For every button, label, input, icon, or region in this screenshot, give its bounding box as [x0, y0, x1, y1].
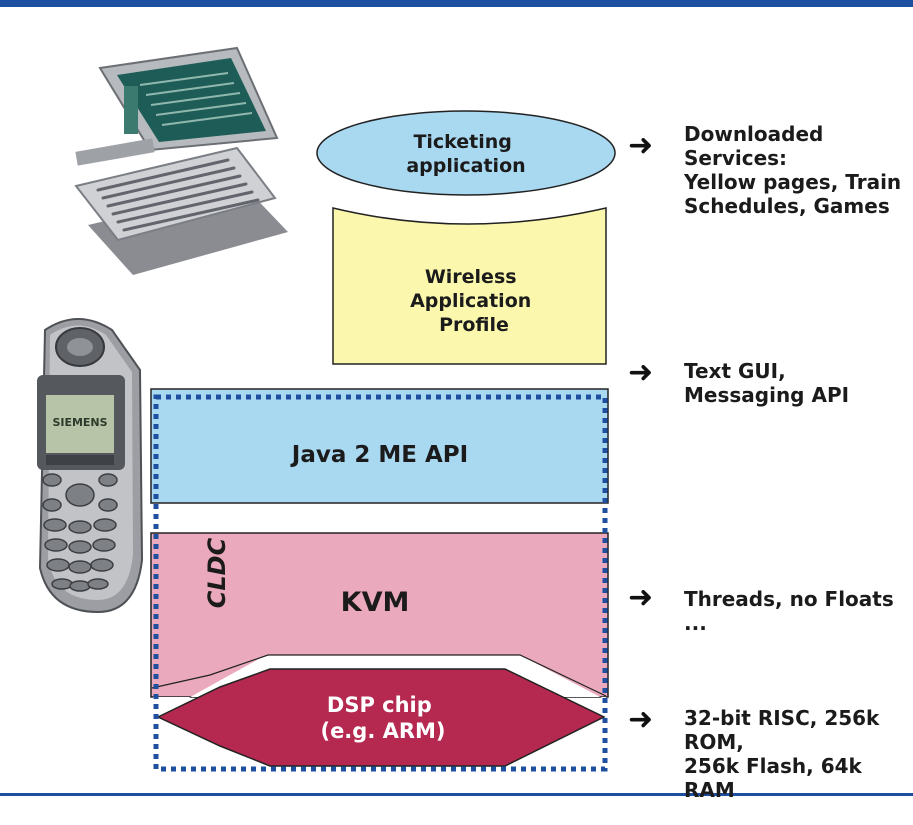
downloaded-line-1: Downloaded Services:	[684, 122, 824, 170]
mobile-phone-device: SIEMENS	[37, 318, 144, 614]
arrow-right-icon: ➜	[628, 580, 654, 615]
hardware-line-1: 32-bit RISC, 256k ROM,	[684, 706, 880, 754]
pda-device	[74, 46, 288, 275]
gui-line-1: Text GUI,	[684, 359, 786, 383]
bottom-frame-line	[0, 793, 913, 796]
arrow-right-icon: ➜	[628, 355, 654, 390]
dsp-chip-shape	[156, 668, 606, 767]
downloaded-services-note: Downloaded Services: Yellow pages, Train…	[684, 122, 913, 218]
kvm-notch-edge	[151, 654, 607, 697]
cldc-boundary	[153, 394, 608, 772]
kvm-label: KVM	[341, 587, 410, 618]
hardware-note: 32-bit RISC, 256k ROM, 256k Flash, 64k R…	[684, 706, 913, 802]
wap-profile-box	[332, 207, 607, 365]
downloaded-line-2: Yellow pages, Train	[684, 170, 902, 194]
downloaded-line-3: Schedules, Games	[684, 194, 890, 218]
arrow-right-icon: ➜	[628, 702, 654, 737]
java-api-box	[150, 388, 609, 504]
java-api-label: Java 2 ME API	[290, 442, 468, 468]
cldc-label: CLDC	[203, 537, 231, 608]
threads-note: Threads, no Floats ...	[684, 587, 894, 635]
dsp-chip-label: DSP chip (e.g. ARM)	[320, 693, 445, 743]
hardware-line-2: 256k Flash, 64k RAM	[684, 754, 862, 802]
top-frame-bar	[0, 0, 913, 7]
ticketing-ellipse	[316, 110, 616, 196]
wap-profile-label: Wireless Application Profile	[410, 266, 538, 336]
ticketing-label: Ticketing application	[406, 131, 525, 177]
phone-brand: SIEMENS	[52, 416, 107, 429]
gui-line-2: Messaging API	[684, 383, 850, 407]
gui-note: Text GUI, Messaging API	[684, 359, 849, 407]
arrow-right-icon: ➜	[628, 128, 654, 163]
